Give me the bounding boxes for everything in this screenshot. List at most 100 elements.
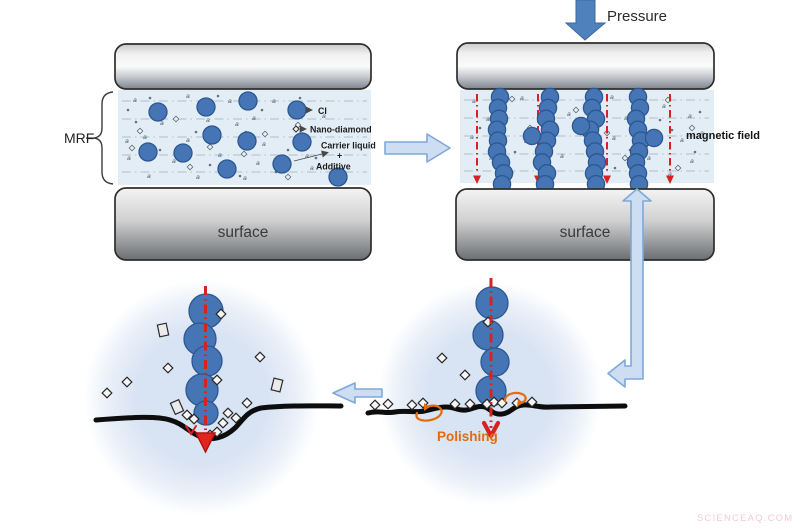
rotation-arrow-left-head [424, 403, 430, 411]
nano-diamond-abrasive-icon [436, 352, 448, 364]
ci-particle-side [644, 128, 664, 148]
rotation-arrow-right-head [517, 399, 524, 406]
additive-glyph: a [470, 134, 474, 141]
nano-diamond-abrasive-icon [526, 396, 538, 408]
additive-glyph: a [322, 113, 326, 120]
carrier-dot [126, 108, 130, 112]
magnified-view-indentation [93, 286, 344, 454]
arrow-left-to-right-panel [384, 133, 451, 163]
carrier-dot [613, 166, 617, 170]
carrier-dot [148, 96, 152, 100]
nano-diamond-abrasive-icon [449, 398, 461, 410]
additive-glyph: a [143, 134, 147, 141]
additive-glyph: a [272, 98, 276, 105]
additive-glyph: a [186, 93, 190, 100]
carrier-dot [216, 94, 220, 98]
carrier-dot [208, 163, 212, 167]
additive-glyph: a [160, 120, 164, 127]
additive-glyph: a [228, 98, 232, 105]
additive-glyph: a [133, 97, 137, 104]
ci-particle [217, 159, 237, 179]
additive-glyph: a [680, 137, 684, 144]
rotation-arrow-right-icon [503, 391, 527, 405]
nano-diamond-abrasive-icon [241, 397, 253, 409]
nano-diamond-abrasive-icon [230, 412, 242, 424]
carrier-dot [158, 148, 162, 152]
ci-particle-zoom [480, 347, 510, 377]
nano-diamond-icon [261, 130, 269, 138]
ci-particle [272, 154, 292, 174]
nano-diamond-abrasive-icon [181, 409, 193, 421]
ci-particle-side [522, 126, 542, 146]
additive-glyph: a [486, 116, 490, 123]
debris-cube-icon [156, 322, 170, 338]
ci-label: CI [318, 106, 327, 116]
ci-particle [196, 97, 216, 117]
field-arrow-down-icon [666, 175, 674, 184]
nano-diamond-icon [674, 164, 682, 172]
pressure-label: Pressure [607, 8, 667, 25]
nano-diamond-abrasive-icon [406, 399, 418, 411]
additive-glyph: a [647, 155, 651, 162]
ci-particle [202, 125, 222, 145]
ci-particle [328, 167, 348, 187]
additive-glyph: a [186, 137, 190, 144]
additive-glyph: a [125, 138, 129, 145]
downforce-arrow-icon [481, 420, 501, 439]
additive-glyph: a [305, 153, 309, 160]
nano-diamond-abrasive-icon [121, 376, 133, 388]
ci-particle [287, 100, 307, 120]
nano-diamond-abrasive-icon [222, 407, 234, 419]
surface-profile-groove [93, 403, 344, 442]
additive-glyph: a [172, 158, 176, 165]
nano-diamond-abrasive-icon [382, 398, 394, 410]
nano-diamond-abrasive-icon [217, 417, 229, 429]
additive-glyph: a [196, 174, 200, 181]
carrier-dot [134, 120, 138, 124]
nano-diamond-icon [284, 173, 292, 181]
additive-glyph: a [612, 135, 616, 142]
ci-particle [138, 142, 158, 162]
mrf-brace [93, 91, 114, 185]
nano-diamond-abrasive-icon [369, 399, 381, 411]
additive-glyph: a [252, 115, 256, 122]
additive-glyph: a [262, 141, 266, 148]
ci-particle [238, 91, 258, 111]
additive-glyph: a [688, 113, 692, 120]
debris-cube-icon [169, 398, 185, 416]
debris-cube-icon [270, 377, 284, 393]
nano-diamond-icon [508, 95, 516, 103]
additive-glyph: a [218, 152, 222, 159]
ci-particle [292, 132, 312, 152]
nano-diamond-abrasive-icon [211, 374, 223, 386]
polishing-label: Polishing [437, 429, 498, 444]
nano-diamond-label: Nano-diamond [310, 125, 372, 135]
nano-diamond-icon [621, 154, 629, 162]
nano-diamond-icon [206, 143, 214, 151]
carrier-dot [298, 96, 302, 100]
nano-diamond-icon [128, 144, 136, 152]
additive-glyph: a [610, 94, 614, 101]
nano-diamond-legend-icon [292, 125, 300, 133]
ci-particle-side [571, 116, 591, 136]
additive-glyph: a [310, 165, 314, 172]
nano-diamond-abrasive-icon [459, 369, 471, 381]
surface-label-left: surface [218, 224, 269, 241]
additive-glyph: a [700, 130, 704, 137]
workpiece-left [114, 187, 372, 261]
carrier-dot [260, 108, 264, 112]
nano-diamond-abrasive-icon [188, 413, 200, 425]
penetration-chevron-icon [185, 425, 197, 436]
additive-glyph: a [235, 121, 239, 128]
carrier-liquid-label: Carrier liquid [321, 141, 376, 151]
nano-diamond-icon [572, 106, 580, 114]
additive-glyph: a [567, 111, 571, 118]
upper-plate-right [456, 42, 715, 90]
pressure-arrow-icon [564, 0, 607, 41]
additive-glyph: a [243, 175, 247, 182]
additive-glyph: a [690, 158, 694, 165]
carrier-pointer-arrow [293, 150, 329, 162]
